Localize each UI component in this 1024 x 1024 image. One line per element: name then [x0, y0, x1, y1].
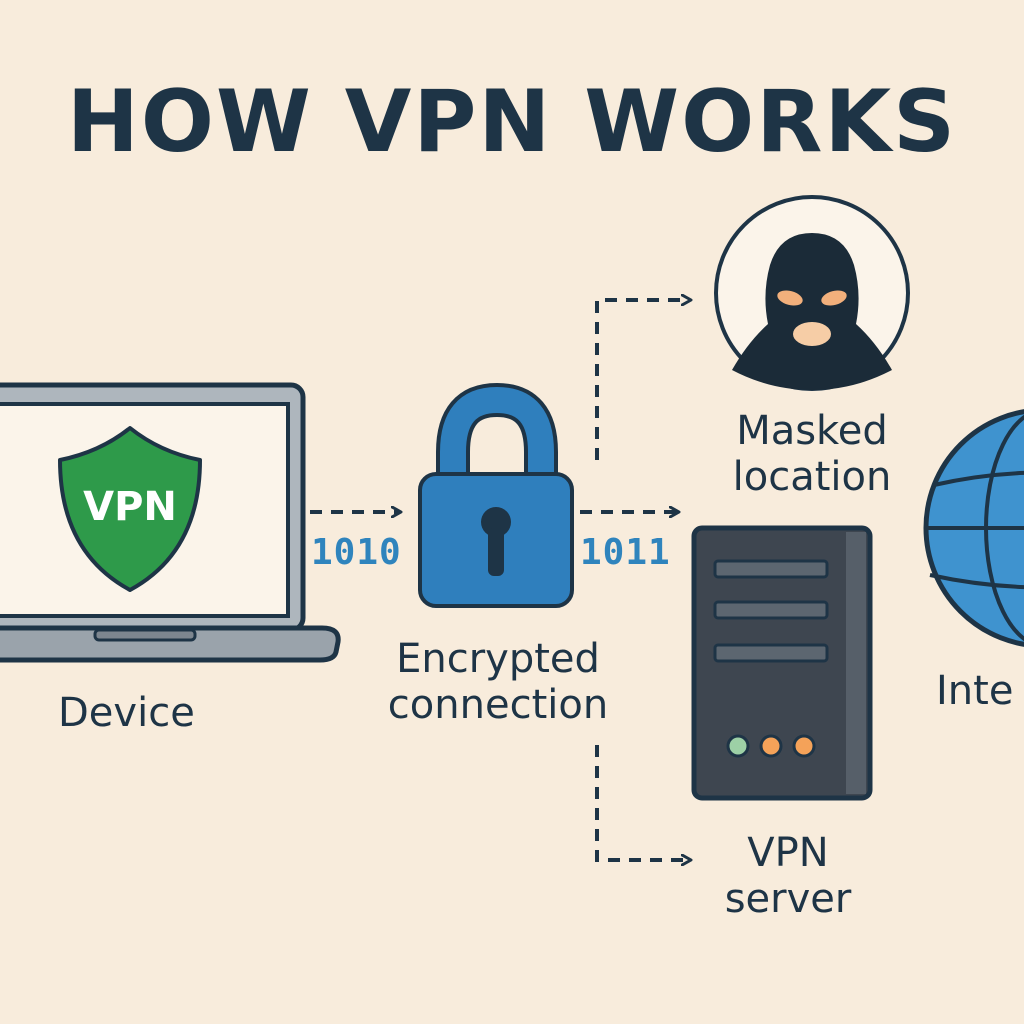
- bits-out-label: 1011: [580, 532, 671, 573]
- bits-in-label: 1010: [311, 532, 402, 573]
- globe-icon: [923, 409, 1024, 647]
- device-label: Device: [58, 690, 195, 736]
- vpn-shield-icon: VPN: [58, 426, 202, 592]
- masked-location-label: Masked location: [712, 408, 912, 500]
- encrypted-connection-label: Encrypted connection: [360, 636, 636, 728]
- server-label-line1: VPN: [747, 830, 829, 876]
- internet-label: Inte: [936, 668, 1014, 714]
- encrypted-label-line1: Encrypted: [396, 636, 600, 682]
- diagram-title: HOW VPN WORKS: [66, 72, 958, 172]
- arrow-to-vpn-server: [595, 745, 690, 860]
- masked-person-icon: [714, 195, 910, 391]
- masked-label-line1: Masked: [736, 408, 888, 454]
- vpn-server-label: VPN server: [700, 830, 876, 922]
- encrypted-label-line2: connection: [387, 682, 609, 728]
- shield-text: VPN: [83, 484, 177, 530]
- server-icon: [691, 525, 873, 801]
- masked-label-line2: location: [732, 454, 892, 500]
- padlock-icon: [418, 382, 574, 608]
- server-label-line2: server: [724, 876, 852, 922]
- arrow-to-masked-location: [595, 300, 690, 460]
